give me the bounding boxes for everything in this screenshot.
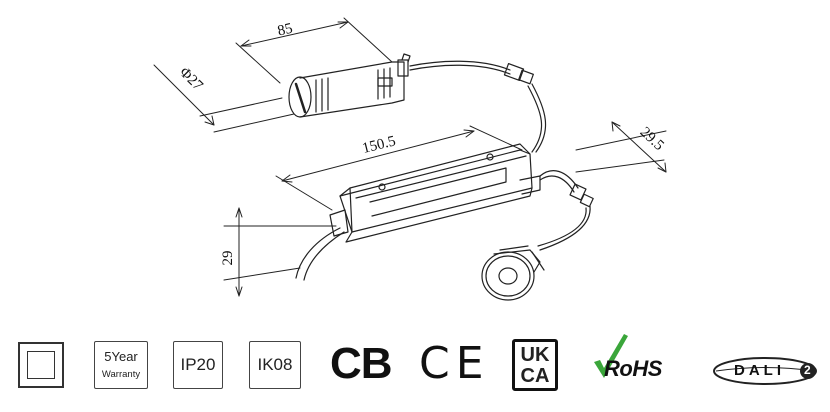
technical-drawing: 85 Φ27 150.5 29 29.5 (153, 17, 667, 301)
rohs-text: RoHS (604, 356, 662, 381)
ik-rating: IK08 (257, 355, 293, 374)
small-cylinder-module (288, 53, 411, 118)
dimension-label-diameter: Φ27 (176, 64, 206, 94)
power-lead (295, 227, 345, 281)
dimension-line-diameter (153, 64, 295, 133)
dali-text: DALI (734, 362, 785, 379)
dimension-line-29-5 (575, 121, 667, 173)
warranty-years: 5Year (104, 349, 138, 364)
large-driver-module (329, 143, 541, 243)
warranty-label: Warranty (101, 369, 141, 380)
dimension-label-150-5: 150.5 (361, 133, 398, 157)
ip-rating: IP20 (180, 355, 216, 374)
dimension-label-85: 85 (276, 21, 294, 40)
rohs-mark: RoHS (590, 330, 690, 400)
round-downlight (481, 245, 545, 301)
ukca-bottom: CA (520, 365, 550, 387)
ip20-badge: IP20 (173, 341, 223, 389)
dali-version: 2 (804, 363, 811, 377)
dimension-line-29 (223, 207, 337, 297)
cable-right (537, 170, 594, 251)
ukca-top: UK (520, 344, 550, 366)
dimension-line-85 (235, 17, 393, 84)
cb-mark: CB (330, 339, 393, 388)
certification-icons-row: 5Year Warranty IP20 IK08 CB CE UK CA RoH… (0, 330, 830, 412)
ukca-mark: UK CA (512, 339, 558, 391)
dali-2-logo: DALI 2 (712, 356, 818, 386)
rohs-check-icon (594, 334, 628, 378)
dimension-label-29: 29 (220, 251, 236, 266)
warranty-badge: 5Year Warranty (94, 341, 148, 389)
dali-ellipse-icon (713, 357, 817, 385)
dimension-line-150-5 (275, 125, 523, 211)
class-ii-icon (18, 342, 64, 388)
cable-top (409, 60, 547, 153)
ik08-badge: IK08 (249, 341, 301, 389)
ce-mark: CE (419, 338, 490, 389)
